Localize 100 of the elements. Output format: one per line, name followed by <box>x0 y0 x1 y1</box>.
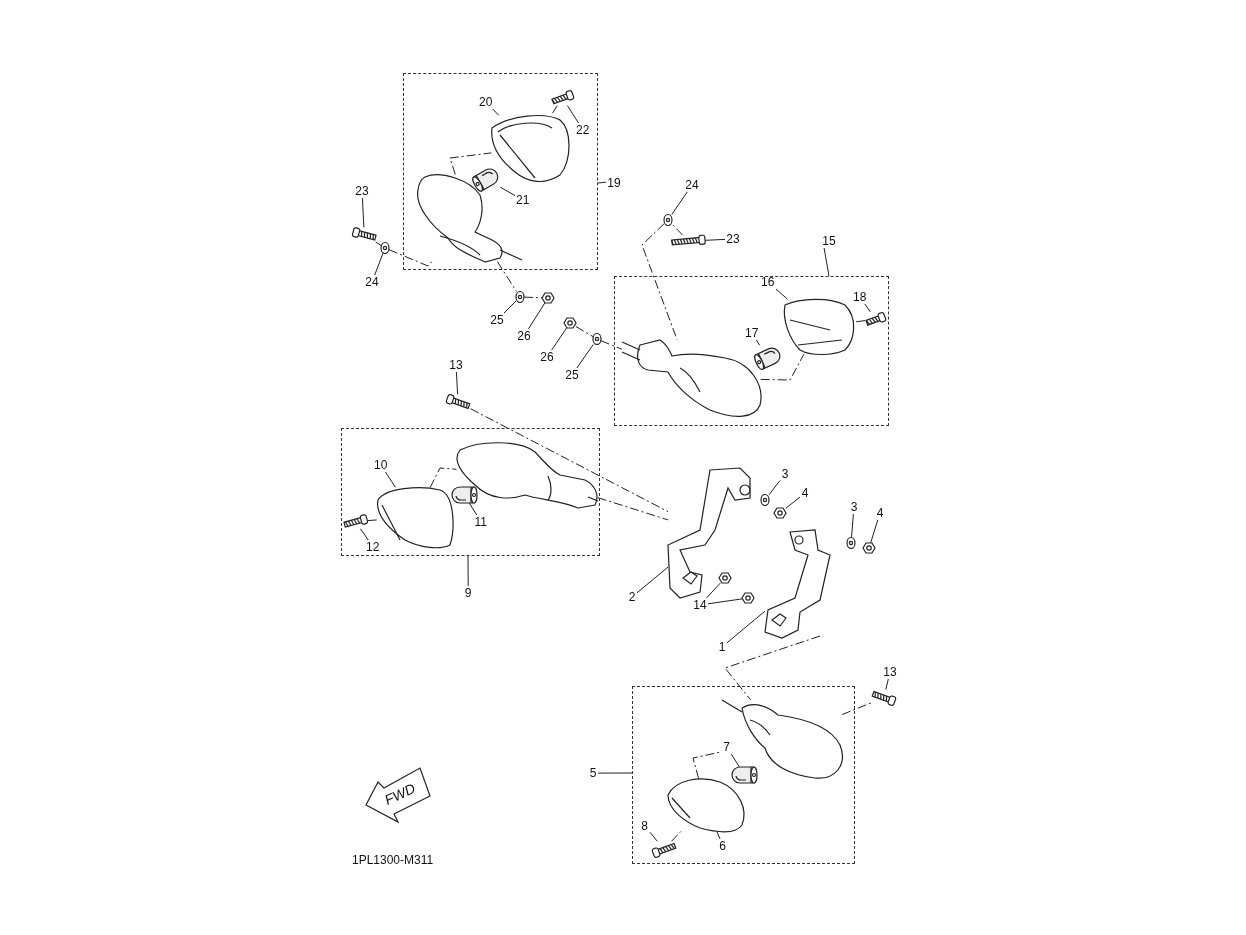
leader-line <box>706 582 721 599</box>
callout-number: 3 <box>849 500 859 514</box>
callout-number: 24 <box>684 178 700 192</box>
callout-number: 13 <box>882 665 898 679</box>
callout-number: 5 <box>588 766 598 780</box>
center-line <box>375 241 382 246</box>
leader-line <box>566 105 579 124</box>
leader-line <box>851 513 854 538</box>
leader-line <box>671 191 688 215</box>
leader-line <box>503 300 517 314</box>
center-line <box>641 223 678 341</box>
nut-drawing <box>741 592 755 604</box>
callout-number: 15 <box>821 234 837 248</box>
callout-number: 13 <box>448 358 464 372</box>
nut-drawing <box>563 317 577 329</box>
callout-number: 23 <box>354 184 370 198</box>
lens-drawing <box>490 114 570 182</box>
leader-line <box>361 197 365 228</box>
center-line <box>575 326 594 338</box>
leader-line <box>649 831 658 842</box>
leader-line <box>716 831 721 840</box>
leader-line <box>704 238 726 241</box>
center-line <box>671 223 684 236</box>
callout-number: 19 <box>606 176 622 190</box>
leader-line <box>730 753 740 768</box>
leader-line <box>785 496 801 509</box>
callout-number: 4 <box>875 506 885 520</box>
leader-line <box>467 555 469 587</box>
leader-line <box>455 371 459 395</box>
washer-drawing <box>515 290 525 304</box>
callout-number: 1 <box>717 640 727 654</box>
center-line <box>429 467 457 488</box>
callout-number: 21 <box>514 192 531 207</box>
center-line <box>449 152 492 175</box>
callout-number: 2 <box>627 590 637 604</box>
bracket-drawing <box>764 529 831 639</box>
turn-signal-housing-drawing <box>721 699 843 779</box>
screw-drawing <box>351 226 377 241</box>
leader-line <box>885 678 889 691</box>
leader-line <box>499 186 516 196</box>
leader-line <box>755 339 761 346</box>
center-line <box>597 497 669 521</box>
leader-line <box>597 772 633 774</box>
bracket-drawing <box>667 467 751 599</box>
callout-number: 26 <box>539 350 555 364</box>
center-line <box>724 635 821 701</box>
center-line <box>841 702 872 716</box>
leader-line <box>707 598 743 605</box>
center-line <box>550 105 558 116</box>
bulb-drawing <box>471 168 499 192</box>
leader-line <box>468 502 478 516</box>
callout-number: 12 <box>364 539 381 554</box>
leader-line <box>576 344 594 369</box>
nut-drawing <box>718 572 732 584</box>
center-line <box>600 340 623 350</box>
callout-number: 4 <box>800 486 810 500</box>
callout-number: 16 <box>759 274 776 289</box>
leader-line <box>768 480 781 496</box>
leader-line <box>359 528 369 541</box>
washer-drawing <box>663 213 673 227</box>
callout-number: 3 <box>780 467 790 481</box>
washer-drawing <box>846 536 856 550</box>
callout-number: 11 <box>472 514 489 529</box>
callout-number: 25 <box>489 313 505 327</box>
washer-drawing <box>592 332 602 346</box>
screw-drawing <box>445 393 471 410</box>
screw-drawing <box>650 842 677 859</box>
leader-line <box>551 327 568 351</box>
assembly-group-frame <box>614 276 889 426</box>
nut-drawing <box>773 507 787 519</box>
bulb-drawing <box>731 766 758 784</box>
screw-drawing <box>864 311 887 326</box>
turn-signal-housing-drawing <box>621 339 762 417</box>
bulb-drawing <box>753 347 781 370</box>
assembly-group-frame <box>632 686 855 864</box>
washer-drawing <box>760 493 770 507</box>
center-line <box>496 261 517 292</box>
leader-line <box>385 471 396 488</box>
nut-drawing <box>862 542 876 554</box>
leader-line <box>374 253 384 276</box>
callout-number: 23 <box>725 232 741 246</box>
screw-drawing <box>550 89 575 105</box>
assembly-group-frame <box>403 73 598 270</box>
callout-number: 14 <box>692 598 708 612</box>
center-line <box>671 831 682 842</box>
callout-number: 6 <box>717 838 728 853</box>
nut-drawing <box>541 292 555 304</box>
turn-signal-housing-drawing <box>455 441 599 509</box>
center-line <box>367 519 378 522</box>
callout-number: 26 <box>516 329 532 343</box>
screw-drawing <box>670 234 706 246</box>
callout-number: 8 <box>639 818 650 833</box>
assembly-group-frame <box>341 428 600 556</box>
lens-drawing <box>667 778 745 833</box>
callout-number: 9 <box>463 586 473 600</box>
leader-line <box>870 519 879 544</box>
leader-line <box>823 247 830 277</box>
lens-drawing <box>783 298 854 355</box>
center-line <box>760 353 805 381</box>
callout-number: 18 <box>851 289 868 304</box>
